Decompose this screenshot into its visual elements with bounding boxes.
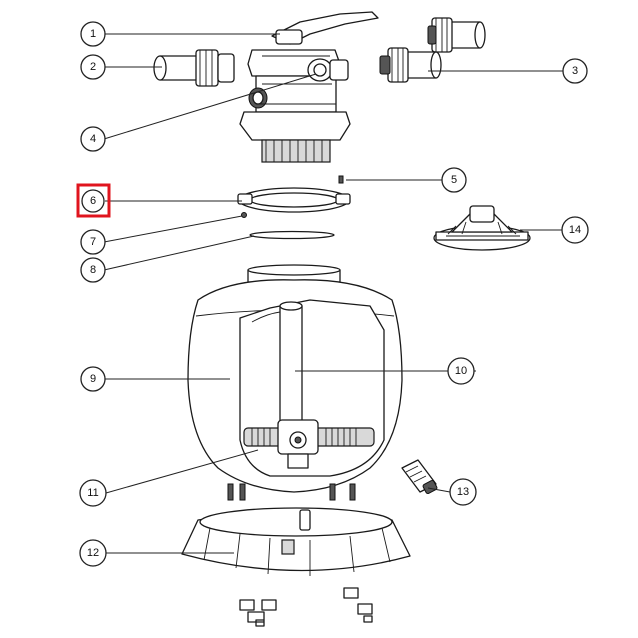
callout-8-label: 8 [90,264,96,276]
callout-10: 10 [447,357,475,385]
multiport-valve-part [239,49,351,163]
callout-2: 2 [80,54,106,80]
callout-6-label: 6 [90,195,96,207]
clamp-ring-part [237,187,351,213]
callout-11: 11 [79,479,107,507]
callout-5: 5 [441,167,467,193]
lateral-assembly-part [243,419,375,469]
valve-handle-part [271,11,379,45]
union-fitting-right-part [379,17,486,83]
callout-2-label: 2 [90,61,96,73]
callout-14: 14 [561,216,589,244]
callout-13: 13 [449,478,477,506]
callout-1-label: 1 [90,28,96,40]
callout-8: 8 [80,257,106,283]
standpipe-part [279,301,303,431]
callout-5-label: 5 [451,174,457,186]
callout-3-label: 3 [572,65,578,77]
callout-10-label: 10 [455,365,467,377]
callout-7-label: 7 [90,236,96,248]
base-part [181,507,411,576]
callout-6: 6 [76,183,111,218]
callout-14-label: 14 [569,224,581,236]
screw-part [338,175,344,184]
leader-lines [103,33,563,554]
callout-3: 3 [562,58,588,84]
callout-4-label: 4 [90,133,96,145]
nut-part [241,212,247,218]
callout-9: 9 [80,366,106,392]
union-fitting-left-part [153,49,235,87]
callout-6-highlight-box [76,183,111,218]
callout-9-label: 9 [90,373,96,385]
callout-13-label: 13 [457,486,469,498]
callout-1: 1 [80,21,106,47]
callout-11-label: 11 [87,487,98,499]
callout-12: 12 [79,539,107,567]
callout-12-label: 12 [87,547,99,559]
diffuser-part [433,205,531,251]
o-ring-part [249,230,335,240]
callout-4: 4 [80,126,106,152]
drain-plug-part [401,459,438,495]
callout-7: 7 [80,229,106,255]
base-clips-part [239,587,373,627]
